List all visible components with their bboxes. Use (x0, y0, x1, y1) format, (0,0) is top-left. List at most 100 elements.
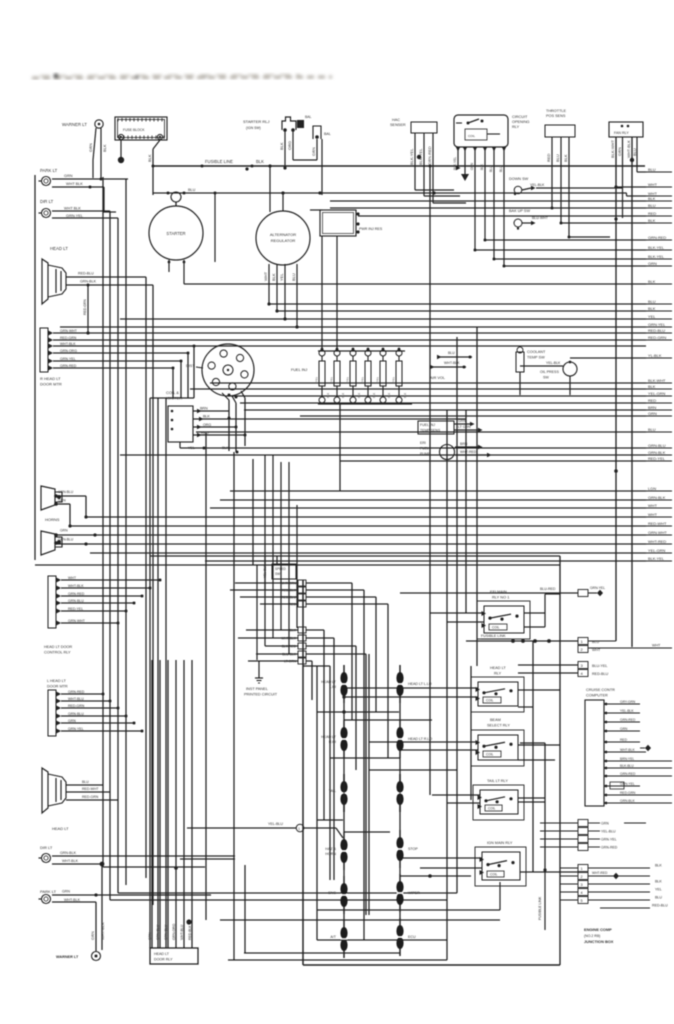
svg-text:LT GRN: LT GRN (458, 425, 471, 429)
svg-text:YEL-BLU: YEL-BLU (601, 830, 616, 834)
svg-text:IGNITER: IGNITER (166, 396, 182, 401)
svg-text:WHT: WHT (648, 182, 657, 187)
svg-text:BRN: BRN (200, 407, 208, 411)
svg-text:YEL: YEL (376, 376, 380, 382)
svg-text:GRY-GRN: GRY-GRN (620, 700, 636, 704)
svg-text:LGN: LGN (648, 486, 656, 491)
svg-text:WHT: WHT (68, 576, 77, 580)
svg-text:WHT: WHT (592, 648, 601, 652)
svg-text:BLK: BLK (256, 159, 264, 164)
svg-text:YL-BLK: YL-BLK (648, 353, 662, 358)
svg-text:BLK-YEL: BLK-YEL (648, 245, 665, 250)
svg-text:DIST: DIST (186, 364, 195, 368)
svg-text:IGN MAIN RLY: IGN MAIN RLY (487, 841, 513, 845)
svg-text:GRN-WHT: GRN-WHT (68, 619, 86, 623)
svg-text:GRN-BLK: GRN-BLK (60, 851, 77, 855)
svg-text:STARTER: STARTER (166, 231, 185, 236)
svg-text:GRN-RED: GRN-RED (68, 690, 85, 694)
svg-text:RED-BLK: RED-BLK (188, 925, 192, 940)
svg-text:FUSIBLE LINK: FUSIBLE LINK (538, 896, 542, 920)
svg-text:RED-YEL: RED-YEL (68, 607, 83, 611)
svg-text:FUEL INJ: FUEL INJ (291, 368, 307, 372)
svg-text:GRN: GRN (470, 162, 474, 170)
svg-text:GRN-YEL: GRN-YEL (60, 357, 76, 361)
svg-text:YEL: YEL (188, 446, 195, 450)
svg-text:5: 5 (581, 899, 583, 903)
svg-text:GRN: GRN (62, 890, 70, 894)
svg-text:YEL: YEL (655, 888, 662, 892)
svg-text:DOOR MTR: DOOR MTR (40, 382, 62, 387)
svg-text:YEL-GRN: YEL-GRN (648, 548, 665, 553)
svg-text:RED-BLU: RED-BLU (78, 272, 94, 276)
svg-text:GRN: GRN (648, 261, 657, 266)
svg-text:CIRCUIT: CIRCUIT (512, 115, 528, 119)
svg-text:WHT BLK: WHT BLK (66, 182, 83, 186)
svg-text:BLK-BLU: BLK-BLU (620, 764, 634, 768)
svg-text:WIPER: WIPER (408, 891, 420, 895)
svg-text:FUEL: FUEL (420, 447, 429, 451)
svg-text:GRN-RED: GRN-RED (648, 235, 666, 240)
svg-text:RED-YEL: RED-YEL (648, 456, 666, 461)
svg-text:L.HI: L.HI (329, 685, 336, 689)
svg-text:COIL: COIL (492, 626, 500, 630)
svg-text:BLU: BLU (291, 273, 296, 281)
svg-text:GRN: GRN (64, 174, 73, 178)
svg-text:TEMP SW: TEMP SW (527, 356, 545, 360)
svg-text:COIL: COIL (486, 699, 494, 703)
svg-text:(NO.2 RB): (NO.2 RB) (584, 934, 600, 938)
svg-text:BLK: BLK (372, 393, 376, 398)
svg-text:GRN-BLU: GRN-BLU (156, 924, 160, 940)
svg-text:HEAD LT: HEAD LT (490, 666, 506, 670)
svg-text:GRN: GRN (617, 147, 622, 156)
svg-text:FAN RLY: FAN RLY (614, 131, 629, 135)
svg-text:BLK: BLK (403, 393, 407, 398)
svg-text:REGULATOR: REGULATOR (271, 238, 296, 243)
svg-text:RED: RED (546, 153, 551, 162)
svg-text:BLU: BLU (555, 154, 560, 162)
svg-text:GRN-RED: GRN-RED (60, 364, 77, 368)
svg-text:RED: RED (648, 398, 656, 403)
svg-text:YEL-BLK: YEL-BLK (546, 361, 561, 365)
svg-text:BLU: BLU (499, 165, 503, 172)
svg-text:EFI MAIN: EFI MAIN (490, 589, 507, 594)
svg-text:DIR LT: DIR LT (40, 845, 53, 850)
svg-text:GRN-BLK: GRN-BLK (648, 450, 666, 455)
svg-text:POS SENS: POS SENS (546, 114, 566, 118)
svg-text:BLK: BLK (279, 142, 284, 150)
svg-text:BLU: BLU (648, 203, 656, 208)
svg-text:3: 3 (581, 883, 583, 887)
svg-text:HEAD LT: HEAD LT (52, 826, 69, 831)
svg-text:WARNER LT: WARNER LT (56, 955, 79, 959)
svg-text:3: 3 (581, 663, 584, 668)
svg-text:(IGN SW): (IGN SW) (246, 126, 261, 130)
svg-text:HEAD LT: HEAD LT (321, 680, 337, 684)
svg-text:ENG: ENG (328, 891, 336, 895)
svg-text:BLK-YEL: BLK-YEL (418, 148, 423, 165)
svg-text:SW: SW (543, 376, 549, 380)
svg-text:COIL: COIL (488, 807, 496, 811)
svg-text:YEL: YEL (330, 376, 334, 382)
svg-text:DOWN SW: DOWN SW (509, 177, 529, 181)
svg-text:BLK-YEL: BLK-YEL (648, 556, 665, 561)
svg-text:RED-GRN: RED-GRN (60, 336, 77, 340)
svg-text:BLK: BLK (655, 864, 662, 868)
svg-text:FUSE BLOCK: FUSE BLOCK (123, 128, 145, 132)
svg-text:GRN-RED: GRN-RED (620, 772, 636, 776)
svg-text:BLK: BLK (341, 393, 345, 398)
svg-text:HEAD LT DOOR: HEAD LT DOOR (44, 645, 72, 649)
svg-text:BLU: BLU (648, 167, 656, 172)
svg-text:BAL: BAL (305, 115, 312, 119)
svg-text:WHT: WHT (652, 644, 661, 648)
svg-text:ORG: ORG (203, 423, 211, 427)
svg-text:WHT-BLK: WHT-BLK (60, 342, 76, 346)
svg-text:HAC: HAC (392, 118, 400, 122)
svg-text:BLK: BLK (326, 393, 330, 398)
svg-text:BLU: BLU (655, 896, 662, 900)
svg-text:HEAD LT: HEAD LT (50, 246, 68, 251)
svg-text:GRN-BLU: GRN-BLU (648, 443, 666, 448)
svg-text:DOOR RLY: DOOR RLY (154, 958, 173, 962)
svg-text:STARTER RLJ: STARTER RLJ (243, 119, 270, 124)
svg-text:BLK: BLK (387, 393, 391, 398)
svg-text:BLK: BLK (147, 154, 152, 162)
svg-text:2: 2 (581, 647, 584, 652)
